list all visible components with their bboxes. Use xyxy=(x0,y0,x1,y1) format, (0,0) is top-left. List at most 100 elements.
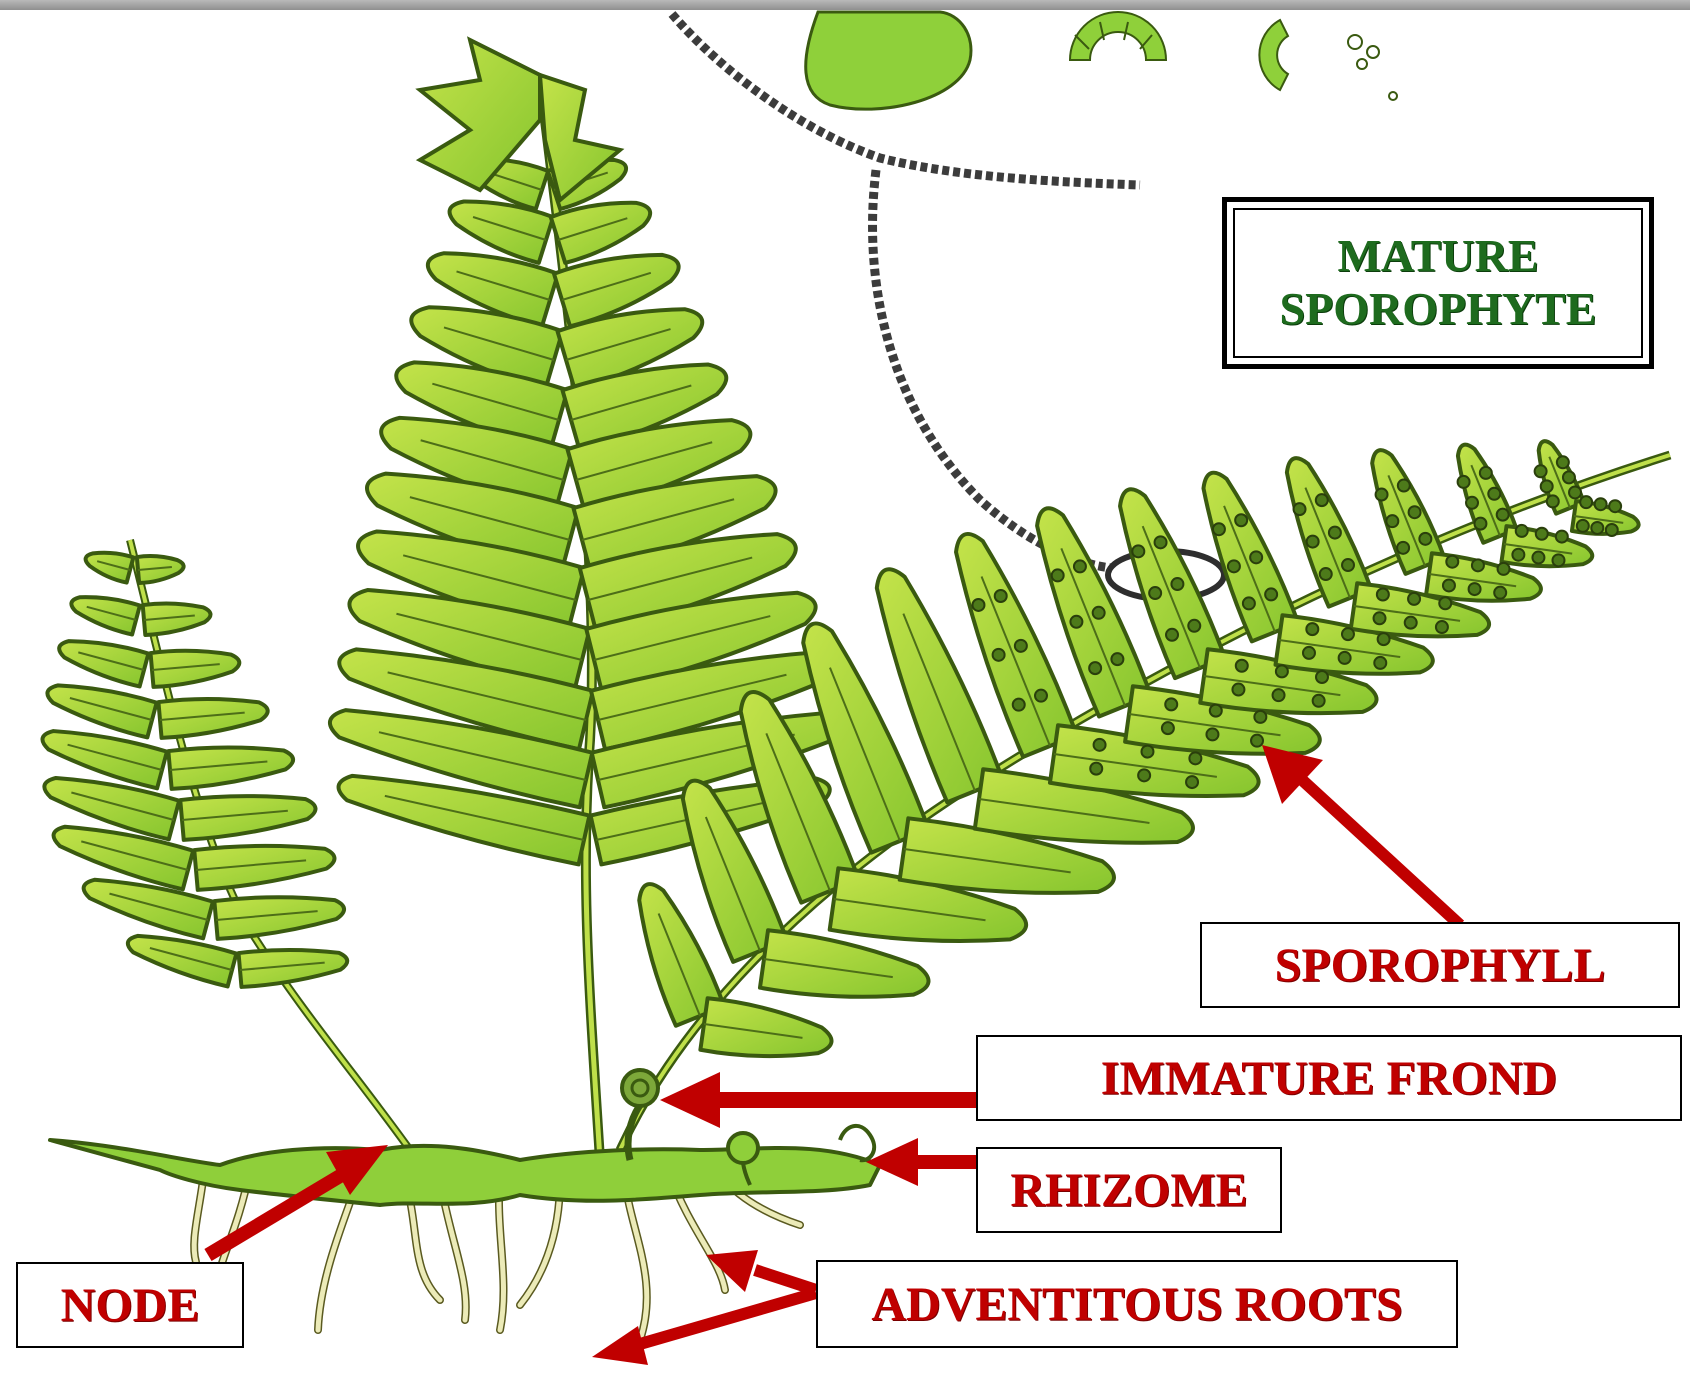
sorus-dot xyxy=(1243,597,1255,609)
sorus-dot xyxy=(1436,621,1448,633)
sorus-dot xyxy=(1089,662,1101,674)
sporophyll-arrow xyxy=(1300,778,1460,925)
title-line-1: MATURE xyxy=(1337,230,1538,283)
left-pinna-outer xyxy=(47,685,156,737)
sorus-dot xyxy=(1090,763,1102,775)
title-inner-frame: MATURE SPOROPHYTE xyxy=(1233,208,1643,358)
sporophyll-label: SPOROPHYLL xyxy=(1200,922,1680,1008)
sorus-dot xyxy=(1166,629,1178,641)
roots-arrow-upper xyxy=(755,1270,816,1290)
sorus-dot xyxy=(1557,456,1569,468)
left-pinna-outer xyxy=(59,641,148,686)
sorus-dot xyxy=(1093,607,1105,619)
sorus-dot xyxy=(1446,556,1458,568)
sorus-dot xyxy=(1329,527,1341,539)
sorus-dot xyxy=(1035,690,1047,702)
sorus-dot xyxy=(972,599,984,611)
sorus-dot xyxy=(1138,769,1150,781)
sorus-dot xyxy=(1162,722,1174,734)
sorus-dot xyxy=(1303,647,1315,659)
sorus-dot xyxy=(1556,531,1568,543)
sorus-dot xyxy=(1052,569,1064,581)
sorus-dot xyxy=(1015,640,1027,652)
roots-arrow-lower xyxy=(640,1293,816,1344)
central-frond xyxy=(330,40,842,1160)
sorus-dot xyxy=(1466,497,1478,509)
spore-chain-1 xyxy=(1070,12,1166,60)
sorus-dot xyxy=(1516,525,1528,537)
sorus-dot xyxy=(1171,578,1183,590)
sorus-dot xyxy=(1480,467,1492,479)
sorus-dot xyxy=(1316,494,1328,506)
sorus-dot xyxy=(1532,552,1544,564)
sorus-dot xyxy=(1474,518,1486,530)
sorus-dot xyxy=(1206,728,1218,740)
sorus-dot xyxy=(1536,528,1548,540)
gametophyte-fragments xyxy=(806,12,1397,109)
sorus-dot xyxy=(1397,542,1409,554)
sorus-dot xyxy=(1111,653,1123,665)
sorus-dot xyxy=(1378,633,1390,645)
node-label: NODE xyxy=(16,1262,244,1348)
sorus-dot xyxy=(1228,560,1240,572)
spore-chain-2 xyxy=(1259,20,1288,90)
sorus-dot xyxy=(1408,593,1420,605)
sorus-dot xyxy=(1419,533,1431,545)
sorus-dot xyxy=(1606,524,1618,536)
rhizome-drawing xyxy=(50,1126,880,1205)
sorus-dot xyxy=(1374,612,1386,624)
sorus-dot xyxy=(1386,515,1398,527)
sorus-dot xyxy=(1250,551,1262,563)
sorus-dot xyxy=(1294,503,1306,515)
sorus-dot xyxy=(1535,465,1547,477)
sorus-dot xyxy=(1320,568,1332,580)
title-box: MATURE SPOROPHYTE xyxy=(1222,197,1654,369)
sorus-dot xyxy=(1580,496,1592,508)
sorus-dot xyxy=(1377,589,1389,601)
sorus-dot xyxy=(1141,746,1153,758)
sorus-dot xyxy=(1577,520,1589,532)
sorus-dot xyxy=(1547,495,1559,507)
sorus-dot xyxy=(1488,488,1500,500)
sorus-dot xyxy=(1235,514,1247,526)
sorus-dot xyxy=(993,649,1005,661)
sorus-dot xyxy=(1013,699,1025,711)
sorus-dot xyxy=(1074,560,1086,572)
sorus-dot xyxy=(1273,689,1285,701)
title-line-2: SPOROPHYTE xyxy=(1280,283,1597,336)
sorus-dot xyxy=(1313,695,1325,707)
sorus-dot xyxy=(1165,698,1177,710)
sorus-dot xyxy=(1213,523,1225,535)
sorus-dot xyxy=(1376,489,1388,501)
sorus-dot xyxy=(1316,671,1328,683)
sorus-dot xyxy=(1591,522,1603,534)
sorus-dot xyxy=(1232,684,1244,696)
sorus-dot xyxy=(1188,620,1200,632)
sorus-dot xyxy=(1409,506,1421,518)
sorus-dot xyxy=(1439,597,1451,609)
sorus-dot xyxy=(1443,579,1455,591)
sorus-dot xyxy=(1405,617,1417,629)
immature-frond-label: IMMATURE FROND xyxy=(976,1035,1682,1121)
sorus-dot xyxy=(1469,583,1481,595)
sorus-dot xyxy=(1342,559,1354,571)
sorus-dot xyxy=(1265,588,1277,600)
sorus-dot xyxy=(1497,509,1509,521)
sorus-dot xyxy=(1132,545,1144,557)
central-pinna-right xyxy=(551,203,650,263)
left-pinna-outer xyxy=(86,553,134,583)
sorus-dot xyxy=(1186,776,1198,788)
left-pinna-outer xyxy=(128,936,237,987)
left-pinna-outer xyxy=(71,597,140,634)
sorus-dot xyxy=(1541,480,1553,492)
sorus-dot xyxy=(1563,471,1575,483)
sorus-dot xyxy=(1070,616,1082,628)
left-pinna-outer xyxy=(84,880,213,939)
rhizome-label: RHIZOME xyxy=(976,1147,1282,1233)
sorus-dot xyxy=(1149,587,1161,599)
sorus-dot xyxy=(1374,657,1386,669)
adventitious-roots-label: ADVENTITOUS ROOTS xyxy=(816,1260,1458,1348)
sorus-dot xyxy=(1609,500,1621,512)
sorus-dot xyxy=(1498,563,1510,575)
sorus-dot xyxy=(1458,476,1470,488)
